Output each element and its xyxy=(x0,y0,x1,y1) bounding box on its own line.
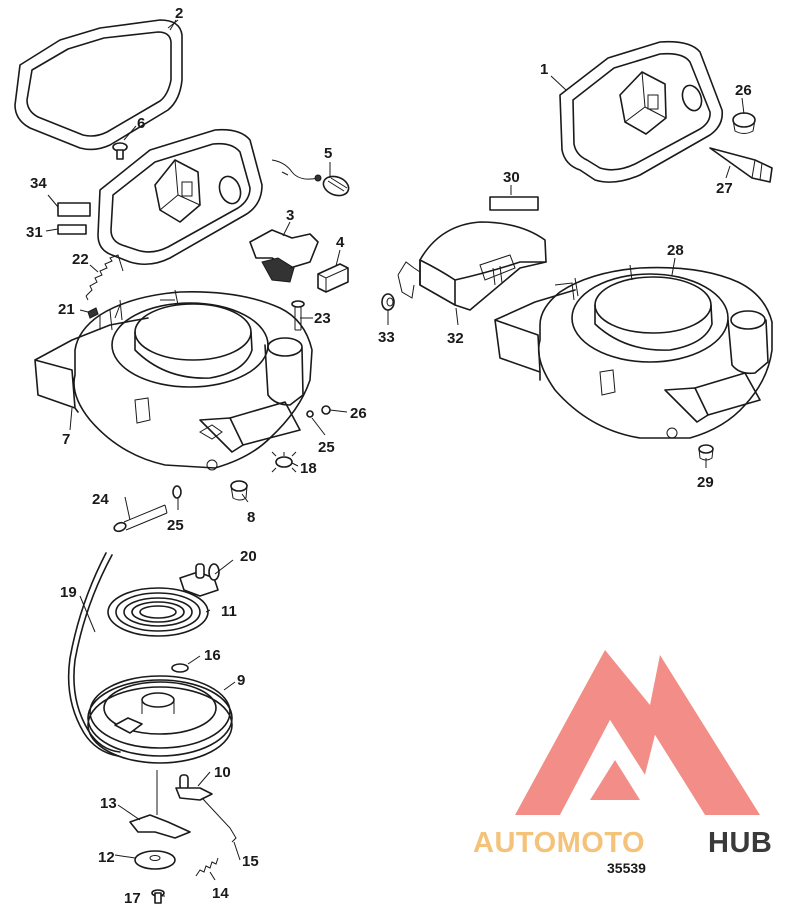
part-1-cover-left xyxy=(97,128,263,266)
part-19-rope xyxy=(73,554,121,753)
callout-3: 3 xyxy=(286,207,294,224)
part-14-spring xyxy=(195,857,219,877)
callout-30: 29 xyxy=(697,474,714,491)
callout-14: 14 xyxy=(212,885,229,902)
part-25-washer-upper xyxy=(306,410,314,418)
callout-32: 31 xyxy=(26,224,43,241)
part-32-decal xyxy=(57,224,87,235)
part-16-washer xyxy=(171,663,189,673)
callout-27: 26 xyxy=(735,82,752,99)
callout-33: 32 xyxy=(447,330,464,347)
callout-9: 9 xyxy=(237,672,245,689)
watermark-logo: AUTOMOTO HUB xyxy=(473,650,772,859)
callout-34: 33 xyxy=(378,329,395,346)
part-33-cover xyxy=(397,221,547,311)
callout-2: 2 xyxy=(175,5,183,22)
part-15-link xyxy=(201,797,237,843)
callout-28: 27 xyxy=(716,180,733,197)
callout-25-lower: 25 xyxy=(167,517,184,534)
part-3-handle xyxy=(249,229,319,283)
callout-29: 28 xyxy=(667,242,684,259)
part-29-housing-right xyxy=(494,264,773,439)
part-30-bushing xyxy=(698,444,714,461)
part-27-cap xyxy=(732,112,756,134)
callout-1: 1 xyxy=(540,61,548,78)
callout-24: 24 xyxy=(92,491,109,508)
callout-26: 26 xyxy=(350,405,367,422)
part-4-insert xyxy=(317,263,349,293)
watermark-brand-part1: AUTOMOTO xyxy=(473,827,645,859)
part-24-bolt xyxy=(113,504,168,533)
callout-35: 34 xyxy=(30,175,47,192)
callout-13: 13 xyxy=(100,795,117,812)
part-9-pulley xyxy=(87,675,233,764)
part-23-bolt xyxy=(291,300,305,331)
callout-4: 4 xyxy=(336,234,345,251)
leader-lines xyxy=(45,19,745,897)
part-7-housing-left xyxy=(34,289,313,471)
part-13-friction-plate xyxy=(129,770,191,839)
callout-20: 20 xyxy=(240,548,257,565)
callout-21: 21 xyxy=(58,301,75,318)
callout-16: 16 xyxy=(204,647,221,664)
part-17-screw xyxy=(151,889,165,904)
callout-17: 17 xyxy=(124,890,141,906)
callout-8: 8 xyxy=(247,509,255,526)
part-22-spring xyxy=(85,254,124,301)
part-26-washer xyxy=(321,405,331,415)
callout-5: 5 xyxy=(324,145,332,162)
callout-12: 12 xyxy=(98,849,115,866)
part-12-retainer-plate xyxy=(134,850,176,870)
part-18-grommet xyxy=(271,451,297,473)
callouts: 2 6 5 3 4 34 31 22 21 23 7 26 25 18 24 2… xyxy=(26,5,752,906)
part-1-cover-right xyxy=(559,40,724,183)
part-10-pawl xyxy=(175,774,213,801)
part-25-washer-lower xyxy=(172,485,182,499)
callout-18: 18 xyxy=(300,460,317,477)
part-35-decal xyxy=(57,202,91,217)
part-34-grommet xyxy=(381,293,395,311)
callout-6: 6 xyxy=(137,115,145,132)
part-6-screw xyxy=(112,142,128,160)
callout-7: 7 xyxy=(62,431,70,448)
part-5-switch xyxy=(271,159,350,197)
callout-19: 19 xyxy=(60,584,77,601)
callout-25-upper: 25 xyxy=(318,439,335,456)
part-31-decal xyxy=(489,196,539,211)
part-8-bushing xyxy=(230,480,248,501)
callout-23: 23 xyxy=(314,310,331,327)
part-21-clip xyxy=(87,307,99,319)
callout-15: 15 xyxy=(242,853,259,870)
callout-22: 22 xyxy=(72,251,89,268)
watermark-brand-part2: HUB xyxy=(708,827,772,859)
callout-31: 30 xyxy=(503,169,520,186)
part-11-recoil-spring xyxy=(107,587,209,637)
part-20-retainer xyxy=(179,563,220,597)
figure-number: 35539 xyxy=(607,860,646,876)
callout-11: 11 xyxy=(221,603,237,620)
part-28-fill-neck xyxy=(709,147,773,183)
watermark-triangle-icon xyxy=(515,650,760,815)
callout-10: 10 xyxy=(214,764,231,781)
part-2-gasket xyxy=(14,19,183,151)
